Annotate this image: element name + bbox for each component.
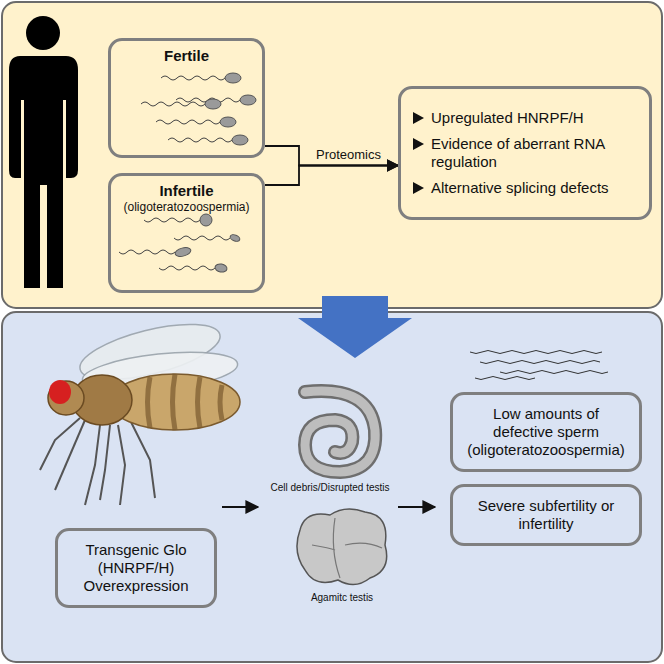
box-text: (oligoteratozoospermia) (123, 200, 249, 214)
box-text: Transgenic Glo (HNRPF/H) Overexpression (66, 541, 206, 595)
connector-arrow (265, 166, 398, 186)
findings-box: Upregulated HNRPF/H Evidence of aberrant … (398, 86, 652, 220)
arrow-to-outcome (398, 506, 435, 508)
bullet-text: Evidence of aberrant RNA regulation (409, 135, 641, 171)
text-box: Fertile (108, 38, 265, 158)
text-box: Severe subfertility or infertility (450, 484, 642, 546)
figure-label: Cell debris/Disrupted testis (271, 482, 390, 493)
disrupted-testis (305, 391, 375, 472)
text-box: Low amounts of defective sperm (oligoter… (450, 392, 642, 472)
big-arrow (298, 296, 412, 358)
sperm-tails (470, 351, 608, 380)
box-text: Fertile (164, 47, 209, 65)
connector-arrow (265, 146, 398, 166)
edge-label: Proteomics (314, 147, 383, 162)
bullet-text: Upregulated HNRPF/H (409, 109, 641, 127)
figure-label: Agamitc testis (311, 592, 373, 603)
text-box: Transgenic Glo (HNRPF/H) Overexpression (55, 528, 217, 608)
agametic-testis (297, 509, 387, 584)
arrow-to-testis (222, 506, 258, 508)
box-text: Severe subfertility or infertility (461, 497, 631, 533)
box-text: Low amounts of defective sperm (oligoter… (461, 405, 631, 459)
bullet-text: Alternative splicing defects (409, 179, 641, 197)
bottom-panel (2, 312, 662, 662)
person-silhouette (9, 16, 78, 288)
box-text: Infertile (159, 182, 213, 200)
fly-illustration (40, 313, 240, 505)
top-panel (2, 2, 662, 308)
text-box: Infertile(oligoteratozoospermia) (108, 173, 265, 293)
